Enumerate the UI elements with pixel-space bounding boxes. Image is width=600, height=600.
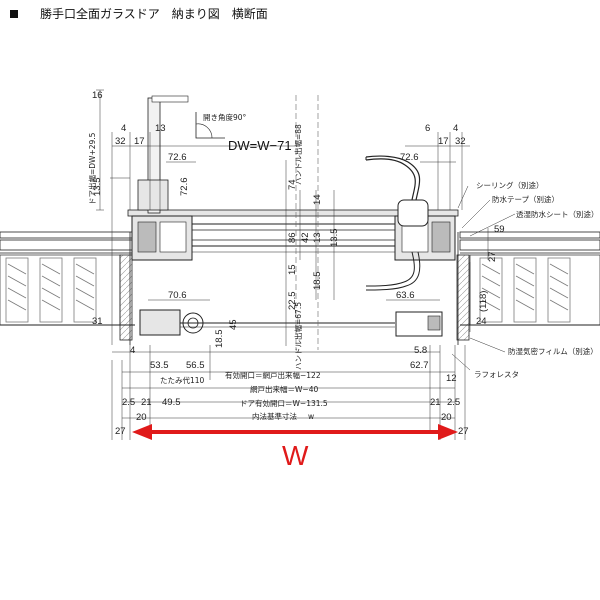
dim-21-left: 21 [141, 397, 152, 408]
dim-13-5-center: 13.5 [329, 229, 340, 248]
dim-4-left: 4 [121, 123, 126, 134]
dim-49-5: 49.5 [162, 397, 181, 408]
leader-lines [451, 185, 516, 371]
dim-2-5-right: 2.5 [447, 397, 460, 408]
screen-width-label: 網戸出来幅＝W−40 [250, 384, 318, 394]
dim-20-left: 20 [136, 412, 147, 423]
dim-18-5-bottom: 18.5 [214, 330, 225, 349]
dim-56-5: 56.5 [186, 360, 205, 371]
vapor-film-label: 防湿気密フィルム（別途） [508, 346, 598, 356]
dim-2-5-left: 2.5 [122, 397, 135, 408]
insulation-left [5, 257, 97, 323]
dim-16: 16 [92, 90, 103, 101]
dim-24: 24 [476, 316, 487, 327]
dim-18-5-center: 18.5 [312, 272, 323, 291]
dim-4-bottom: 4 [130, 345, 135, 356]
door-opening-label: ドア有効開口＝W−131.5 [240, 398, 328, 408]
inner-ref-w-label: w [308, 412, 314, 421]
dim-17-right: 17 [438, 136, 449, 147]
dim-20-right: 20 [441, 412, 452, 423]
dim-118: (118) [478, 291, 489, 312]
dim-42: 42 [300, 232, 311, 243]
effective-opening-label: 有効開口＝網戸出来幅−122 [225, 370, 321, 380]
dim-15: 15 [287, 264, 298, 275]
dim-13-right: 13 [312, 232, 323, 243]
screen-door [139, 309, 443, 337]
dim-72-6-vert: 72.6 [179, 178, 190, 197]
dimension-lines [96, 89, 489, 440]
left-wall [0, 231, 136, 345]
w-arrow [132, 424, 458, 440]
insulation-right [479, 257, 571, 323]
dim-14: 14 [312, 194, 323, 205]
dim-63-6: 63.6 [396, 290, 415, 301]
dim-4-right: 4 [453, 123, 458, 134]
dim-6-right: 6 [425, 123, 430, 134]
open-angle-label: 開き角度90° [203, 112, 247, 122]
header: 勝手口全面ガラスドア 納まり図 横断面 [0, 0, 600, 30]
fold-allowance-label: たたみ代110 [160, 375, 205, 385]
swing-arc [195, 112, 225, 139]
dim-12: 12 [446, 373, 457, 384]
dim-53-5: 53.5 [150, 360, 169, 371]
inner-ref-label: 内法基準寸法 [252, 411, 297, 421]
handle-upper [365, 155, 429, 227]
right-wall [456, 231, 600, 345]
dim-59: 59 [494, 224, 505, 235]
bullet-square [10, 10, 18, 18]
sealing-label: シーリング（別途） [476, 180, 544, 190]
dim-45: 45 [228, 319, 239, 330]
swung-sash [137, 95, 189, 214]
center-lines [295, 95, 319, 350]
dim-21-right: 21 [430, 397, 441, 408]
dim-27-right-bottom: 27 [458, 426, 469, 437]
handle-67-5-label: ハンドル出幅=67.5 [293, 302, 303, 370]
dim-27-right: 27 [487, 251, 498, 262]
dim-74: 74 [287, 179, 298, 190]
door-height-left-label: ドア出幅=DW+29.5 [87, 132, 97, 205]
page-title: 勝手口全面ガラスドア 納まり図 横断面 [40, 7, 268, 21]
w-label: W [282, 440, 309, 471]
dim-72-6-right: 72.6 [400, 152, 419, 163]
dim-27-left: 27 [115, 426, 126, 437]
dim-62-7: 62.7 [410, 360, 429, 371]
dim-22-5: 22.5 [287, 292, 298, 311]
dim-13: 13 [155, 123, 166, 134]
dim-5-8: 5.8 [414, 345, 427, 356]
dim-32-right: 32 [455, 136, 466, 147]
dw-label: DW=W−71 [228, 138, 292, 153]
dim-72-6-left: 72.6 [168, 152, 187, 163]
moisture-sheet-label: 透湿防水シート（別途） [516, 209, 599, 219]
handle-lower [365, 251, 421, 291]
dim-70-6: 70.6 [168, 290, 187, 301]
lath-rester-label: ラフォレスタ [474, 370, 519, 379]
dim-32-left: 32 [115, 136, 126, 147]
dim-17-left: 17 [134, 136, 145, 147]
dim-31: 31 [92, 316, 103, 327]
dim-13-5-left: 13.5 [92, 178, 103, 197]
handle-88-label: ハンドル出幅=88 [293, 124, 303, 185]
waterproof-tape-label: 防水テープ（別途） [492, 194, 559, 204]
dim-86: 86 [287, 232, 298, 243]
